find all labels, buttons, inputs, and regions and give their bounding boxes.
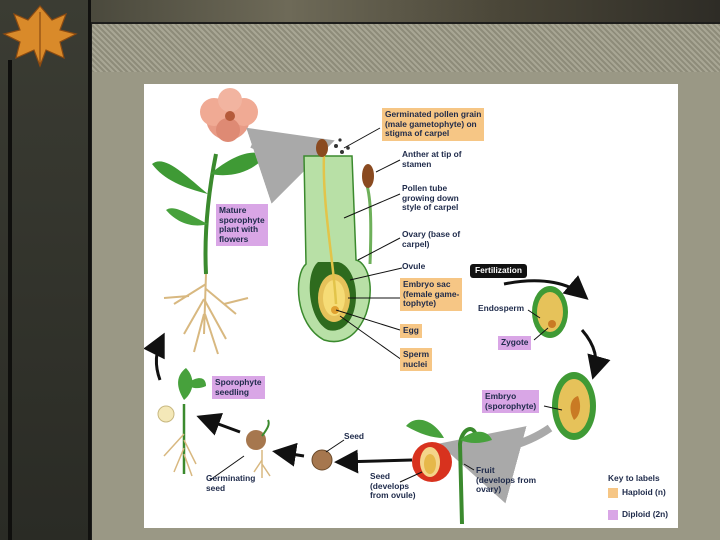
carpel-pointer-lines <box>335 127 403 361</box>
flower-to-carpel-arrow <box>246 127 335 204</box>
ovule-label: Ovule <box>402 261 426 271</box>
embryo-seed <box>552 372 596 440</box>
diagram-graphics <box>144 88 618 525</box>
angiosperm-life-cycle-diagram: Germinated pollen grain(male gametophyte… <box>144 84 678 528</box>
key-title: Key to labels <box>608 473 660 483</box>
germinating-to-seedling-arrow <box>196 412 241 436</box>
slide-header-band <box>92 24 720 72</box>
fruit-to-seed-arrow <box>334 449 413 474</box>
key-diploid: Diploid (2n) <box>622 509 669 519</box>
fertilization-arrow <box>503 275 589 300</box>
fertilized-ovule <box>532 286 568 338</box>
embryo-to-fruit-arrow <box>438 424 553 504</box>
autumn-leaf-icon <box>2 5 78 68</box>
seed-to-germinating-arrow <box>272 442 305 467</box>
fertilization-label: Fertilization <box>470 264 527 278</box>
endosperm-label: Endosperm <box>478 303 525 313</box>
egg-label: Egg <box>400 324 422 338</box>
flower <box>200 88 258 142</box>
left-frame-rule <box>8 60 12 540</box>
diploid-swatch <box>608 510 618 520</box>
seed-icon <box>311 449 333 471</box>
left-frame-bar <box>0 0 91 540</box>
germinated-pollen-label: Germinated pollen grain(male gametophyte… <box>382 108 485 141</box>
carpel-illustration <box>297 138 374 343</box>
germinating-seed-illustration <box>246 419 271 478</box>
embryo-sac-label: Embryo sac(female game-tophyte) <box>400 278 463 311</box>
embryo-label: Embryo(sporophyte) <box>482 390 540 414</box>
haploid-swatch <box>608 488 618 498</box>
zygote-to-embryo-arrow <box>580 329 611 380</box>
window-top-frame <box>0 0 720 22</box>
seedling-illustration <box>157 368 206 477</box>
key-haploid: Haploid (n) <box>622 487 666 497</box>
zygote-label: Zygote <box>498 336 532 350</box>
roots <box>163 273 249 355</box>
seedling-to-mature-arrow <box>144 332 165 381</box>
seed-label: Seed <box>344 431 365 441</box>
